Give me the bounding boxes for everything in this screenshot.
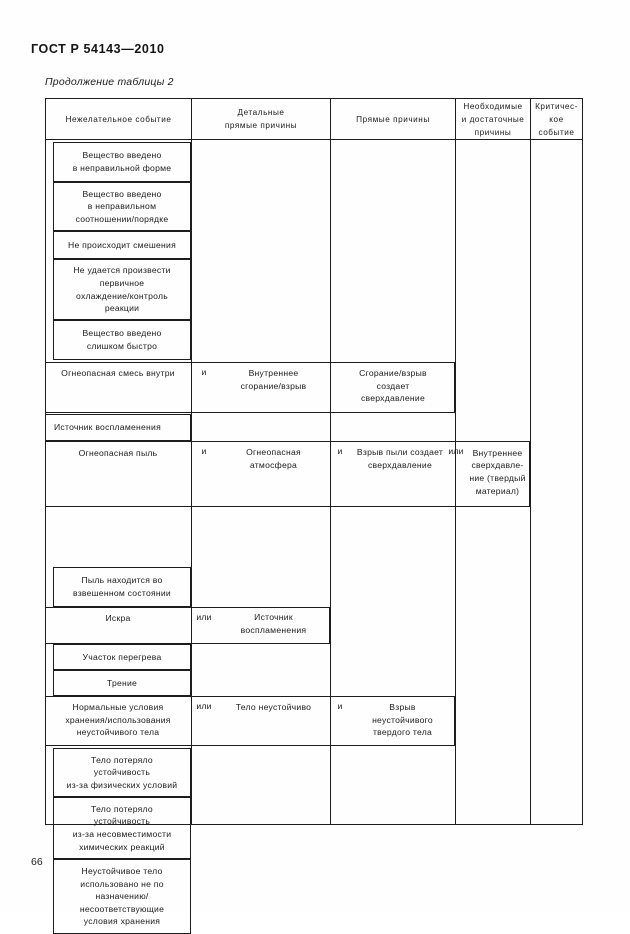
row-16-col1: Неустойчивое тело использовано не по наз…: [79, 866, 165, 927]
row-15-col1: Тело потеряло устойчивость из-за несовме…: [72, 803, 172, 852]
row-8-connector-3: или: [448, 446, 464, 456]
row-3-col1: Не происходит смешения: [68, 239, 176, 250]
row-8-box: [45, 441, 530, 507]
row-2-box: [53, 182, 191, 231]
row-4-box: [53, 259, 191, 320]
row-13-connector-2: и: [337, 701, 343, 711]
col3-col4-rule: [455, 98, 456, 825]
col4-col5-rule: [530, 98, 531, 825]
row-8-col3: Взрыв пыли создает сверхдавление: [356, 446, 444, 470]
header-cell-1: Нежелательное событие: [65, 114, 172, 124]
row-13-col1: Нормальные условия хранения/использовани…: [65, 702, 171, 738]
header-cell-5: Критичес- кое событие: [535, 101, 578, 137]
row-10-connector-1: или: [196, 612, 212, 622]
row-3-box: [53, 231, 191, 259]
header-cell-3: Прямые причины: [356, 114, 430, 124]
row-5-col1: Вещество введено слишком быстро: [82, 328, 162, 351]
row-13-col2: Тело неустойчиво: [235, 701, 312, 712]
page-number: 66: [31, 856, 43, 868]
row-13-box: [45, 696, 455, 746]
row-8-col2: Огнеопасная атмосфера: [246, 446, 301, 470]
row-7-box: [45, 414, 191, 441]
row-8-connector-1: и: [201, 446, 207, 456]
row-14-box: [53, 748, 191, 797]
row-6-box: [45, 362, 455, 413]
row-6-col1: Огнеопасная смесь внутри: [61, 367, 175, 378]
row-14-col1: Тело потеряло устойчивость из-за физичес…: [66, 754, 178, 790]
table-top-border: [45, 98, 583, 99]
row-6-connector-1: и: [201, 367, 207, 377]
row-7-col1: Источник воспламенения: [54, 422, 161, 433]
row-4-col1: Не удается произвести первичное охлажден…: [73, 265, 171, 314]
row-8-col4: Внутреннее сверхдавле- ние (твердый мате…: [469, 447, 526, 496]
table-right-border: [582, 98, 583, 825]
col1-col2-rule: [191, 98, 192, 825]
row-1-col1: Вещество введено в неправильной форме: [72, 150, 172, 173]
row-10-box: [45, 607, 330, 644]
row-10-col2: Источник воспламенения: [240, 612, 307, 635]
header-cell-4: Необходимые и достаточные причины: [461, 101, 525, 137]
row-15-box: [53, 797, 191, 859]
row-12-box: [53, 670, 191, 696]
header-bottom-rule: [45, 139, 583, 140]
row-6-col2: Внутреннее сгорание/взрыв: [240, 367, 307, 391]
row-11-col1: Участок перегрева: [82, 651, 162, 662]
row-12-col1: Трение: [106, 677, 138, 688]
row-9-box: [53, 567, 191, 607]
row-6-col3: Сгорание/взрыв создает сверхдавление: [359, 368, 427, 404]
cause-effect-table: Нежелательное событие Детальные прямые п…: [45, 98, 583, 934]
col2-col3-rule: [330, 98, 331, 825]
row-13-connector-1: или: [196, 701, 212, 711]
row-9-col1: Пыль находится во взвешенном состоянии: [73, 575, 171, 598]
row-1-box: [53, 142, 191, 182]
row-8-col1: Огнеопасная пыль: [78, 447, 158, 458]
row-10-col1: Искра: [105, 612, 131, 623]
row-2-col1: Вещество введено в неправильном соотноше…: [75, 188, 169, 224]
row-8-connector-2: и: [337, 446, 343, 456]
row-13-col3: Взрыв неустойчивого твердого тела: [372, 702, 433, 738]
table-bottom-border: [45, 824, 583, 825]
table-caption: Продолжение таблицы 2: [45, 76, 174, 88]
header-cell-2: Детальные прямые причины: [224, 108, 298, 130]
document-page: ГОСТ Р 54143—2010 Продолжение таблицы 2 …: [31, 42, 583, 934]
standard-number: ГОСТ Р 54143—2010: [31, 42, 165, 56]
row-5-box: [53, 320, 191, 360]
row-11-box: [53, 644, 191, 670]
